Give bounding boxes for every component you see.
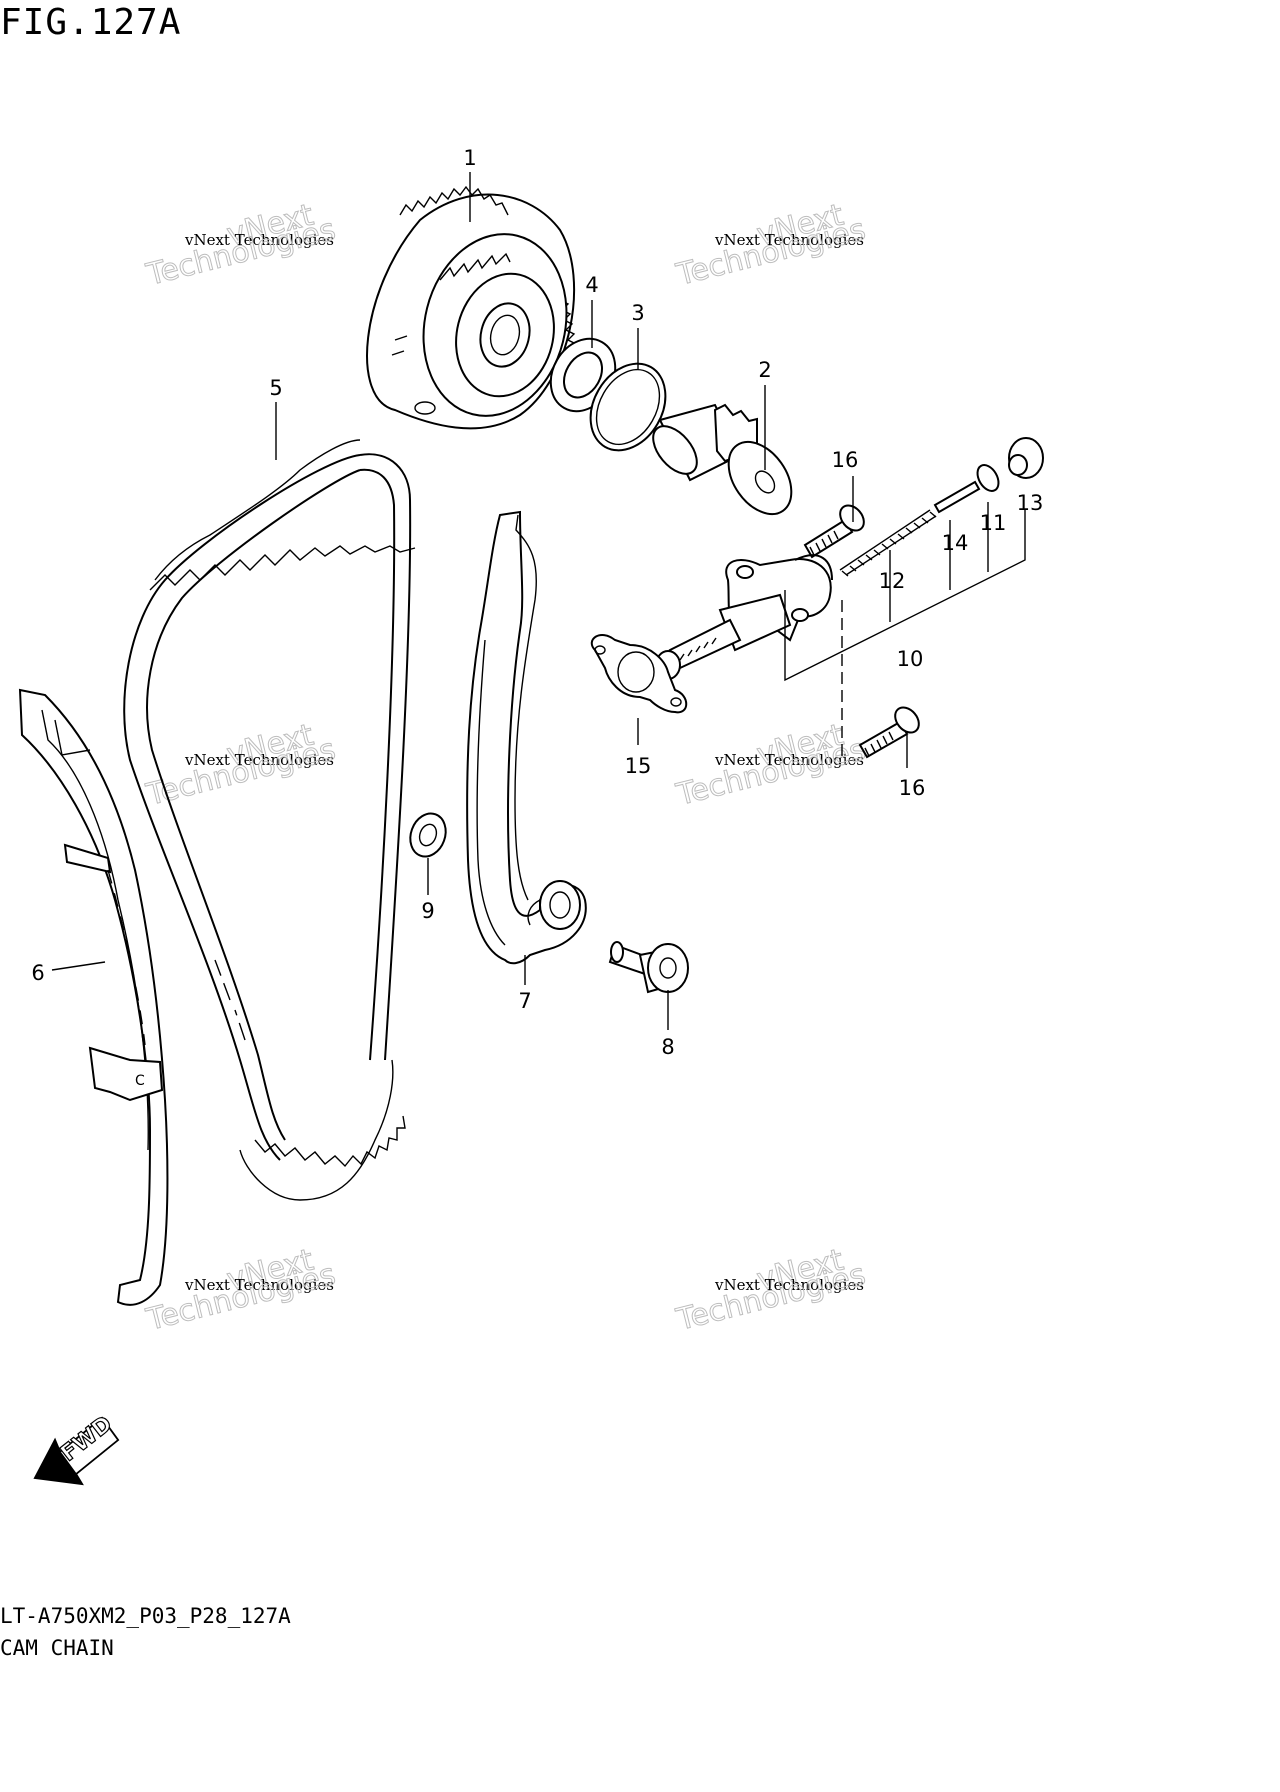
callout-11: 11 [980, 511, 1007, 535]
svg-text:vNext Technologies: vNext Technologies [184, 231, 334, 249]
figure-code: LT-A750XM2_P03_P28_127A [0, 1604, 291, 1628]
callout-1: 1 [463, 146, 476, 170]
fwd-arrow-icon: FWD [33, 1411, 120, 1486]
rod-14 [933, 480, 981, 514]
watermark: vNext vNext Technologies Technologies [142, 197, 339, 293]
bolt-16-lower [858, 706, 920, 759]
callout-9: 9 [421, 899, 434, 923]
watermark: vNext vNext Technologies Technologies [672, 197, 869, 293]
callout-8: 8 [661, 1035, 674, 1059]
tensioner-assembly-10 [655, 554, 833, 680]
gasket-15 [590, 634, 688, 714]
callout-16-upper: 16 [832, 448, 859, 472]
callout-12: 12 [879, 569, 906, 593]
o-ring-3 [589, 362, 667, 452]
guide-bolt-8 [608, 941, 689, 994]
assembly-bracket [784, 502, 1026, 760]
chain-guide-6: C [18, 688, 169, 1306]
svg-text:vNext Technologies: vNext Technologies [184, 1276, 334, 1294]
tensioner-spring-12 [839, 509, 937, 577]
figure-name: CAM CHAIN [0, 1636, 114, 1660]
callout-2: 2 [758, 358, 771, 382]
idler-shaft-2 [652, 403, 793, 516]
washer-9 [409, 812, 447, 858]
callout-labels: 1 2 3 4 5 6 7 8 9 10 11 12 13 14 15 16 1… [31, 146, 1043, 1059]
svg-text:vNext Technologies: vNext Technologies [714, 231, 864, 249]
callout-7: 7 [518, 989, 531, 1013]
cam-chain-5 [123, 439, 416, 1201]
watermark: vNext vNext Technologies Technologies [142, 1242, 339, 1338]
svg-text:vNext Technologies: vNext Technologies [184, 751, 334, 769]
watermark: vNext vNext Technologies Technologies [142, 717, 339, 813]
leader-lines [51, 172, 908, 1030]
watermark: vNext vNext Technologies Technologies [672, 717, 869, 813]
watermark-group: vNext vNext Technologies Technologies vN… [142, 197, 869, 1338]
bolt-16-upper [803, 504, 865, 559]
figure-title: FIG.127A [0, 2, 182, 43]
callout-10: 10 [897, 647, 924, 671]
callout-4: 4 [585, 273, 598, 297]
callout-5: 5 [269, 376, 282, 400]
svg-text:C: C [135, 1073, 145, 1089]
cam-idler-gear [366, 185, 578, 430]
callout-14: 14 [942, 531, 969, 555]
svg-text:vNext Technologies: vNext Technologies [714, 1276, 864, 1294]
gasket-11 [976, 464, 1000, 492]
watermark: vNext vNext Technologies Technologies [672, 1242, 869, 1338]
callout-13: 13 [1017, 491, 1044, 515]
cap-bolt-13 [1008, 437, 1044, 479]
callout-16-lower: 16 [899, 776, 926, 800]
callout-6: 6 [31, 961, 44, 985]
callout-3: 3 [631, 301, 644, 325]
svg-text:vNext Technologies: vNext Technologies [714, 751, 864, 769]
callout-15: 15 [625, 754, 652, 778]
chain-guide-7 [466, 510, 587, 965]
